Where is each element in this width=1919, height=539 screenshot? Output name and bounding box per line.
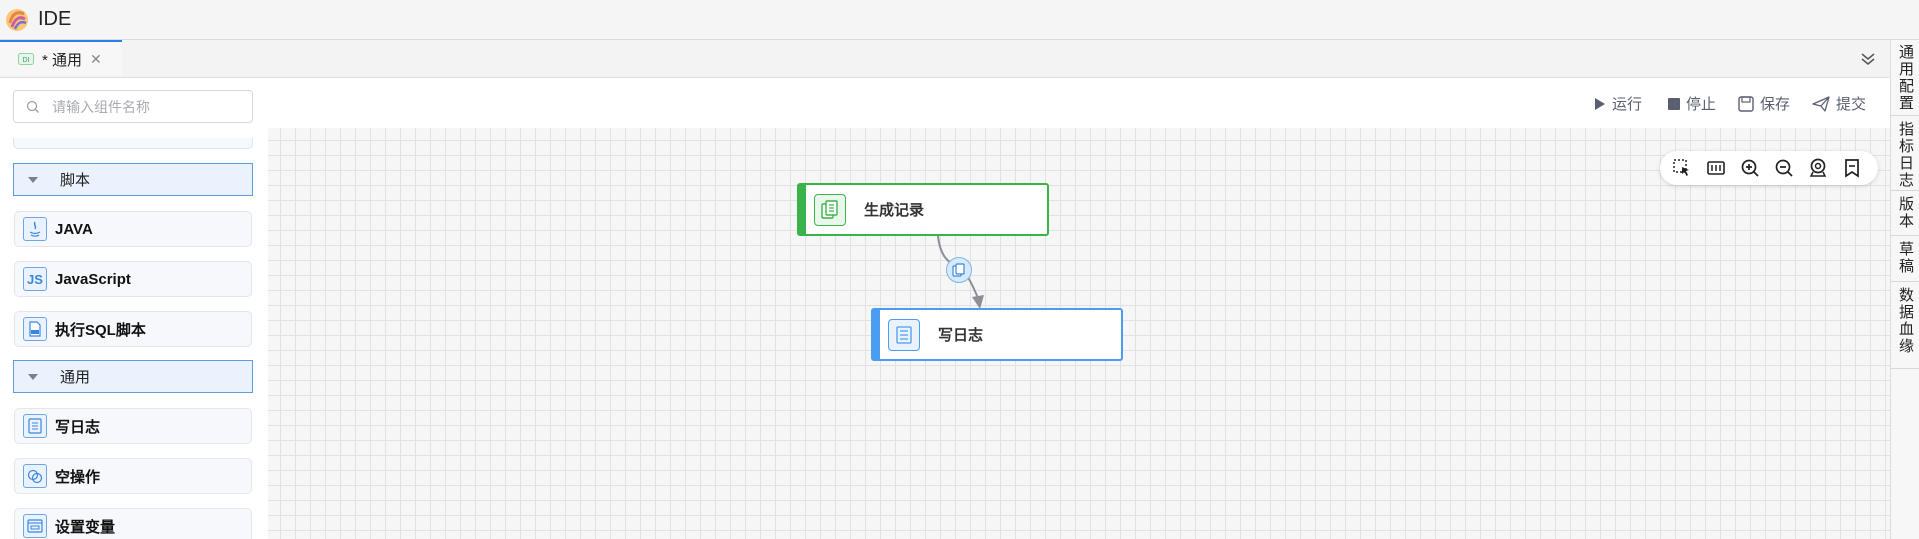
close-icon[interactable]: ✕ xyxy=(90,50,102,67)
flow-node-generate-records[interactable]: 生成记录 xyxy=(797,183,1049,236)
caret-down-icon xyxy=(28,176,38,183)
right-side-panel: 通用配置 指标日志 版本 草稿 数据血缘 xyxy=(1890,40,1919,539)
palette-item-javascript[interactable]: JS JavaScript xyxy=(14,261,252,297)
group-header-general[interactable]: 通用 xyxy=(13,360,253,393)
zoom-in-icon[interactable] xyxy=(1740,158,1760,178)
play-icon xyxy=(1595,97,1605,110)
palette-item-sql-script[interactable]: 执行SQL脚本 xyxy=(14,311,252,347)
write-log-icon xyxy=(23,414,47,438)
empty-operation-icon xyxy=(23,464,47,488)
component-palette: 脚本 JAVA JS JavaScript 执行SQL脚本 通用 xyxy=(0,78,268,539)
canvas-tools xyxy=(1660,151,1878,185)
zoom-out-icon[interactable] xyxy=(1774,158,1794,178)
javascript-icon: JS xyxy=(23,267,47,291)
tab-bar: DI * 通用 ✕ xyxy=(0,40,1889,78)
send-icon xyxy=(1812,95,1830,112)
fit-view-icon[interactable] xyxy=(1706,158,1726,178)
group-header-script[interactable]: 脚本 xyxy=(13,163,253,196)
caret-down-icon xyxy=(28,373,38,380)
java-icon xyxy=(23,217,47,241)
right-tab-general-config[interactable]: 通用配置 xyxy=(1891,40,1919,116)
right-tab-version[interactable]: 版本 xyxy=(1891,192,1919,236)
tab-label: * 通用 xyxy=(42,51,83,69)
app-logo-icon xyxy=(6,8,28,31)
app-title: IDE xyxy=(38,8,72,30)
palette-item-set-variable[interactable]: 设置变量 xyxy=(14,508,252,539)
set-variable-icon xyxy=(23,514,47,538)
copy-node-icon[interactable] xyxy=(946,257,972,283)
double-chevron-down-icon[interactable] xyxy=(1859,50,1877,68)
list-item[interactable] xyxy=(13,138,253,149)
write-log-icon xyxy=(888,318,920,351)
node-label: 写日志 xyxy=(938,327,984,344)
run-button[interactable]: 运行 xyxy=(1594,93,1642,114)
right-tab-draft[interactable]: 草稿 xyxy=(1891,237,1919,282)
search-input[interactable] xyxy=(50,97,244,116)
palette-item-java[interactable]: JAVA xyxy=(14,211,252,247)
save-icon xyxy=(1738,95,1754,112)
bookmark-icon[interactable] xyxy=(1842,158,1862,178)
submit-button[interactable]: 提交 xyxy=(1812,93,1866,114)
stop-icon xyxy=(1668,97,1680,110)
search-icon xyxy=(26,100,39,113)
locate-icon[interactable] xyxy=(1808,158,1828,178)
right-tab-metric-log[interactable]: 指标日志 xyxy=(1891,117,1919,191)
palette-item-empty-operation[interactable]: 空操作 xyxy=(14,458,252,494)
generate-records-icon xyxy=(814,193,846,226)
canvas-toolbar: 运行 停止 保存 提交 xyxy=(268,78,1890,128)
stop-button[interactable]: 停止 xyxy=(1668,93,1716,114)
save-button[interactable]: 保存 xyxy=(1738,93,1790,114)
tab-general[interactable]: DI * 通用 ✕ xyxy=(0,40,122,76)
component-search[interactable] xyxy=(13,90,253,123)
app-bar: IDE xyxy=(0,0,1919,40)
svg-text:DI: DI xyxy=(23,57,30,64)
select-area-icon[interactable] xyxy=(1672,158,1692,178)
palette-item-write-log[interactable]: 写日志 xyxy=(14,408,252,444)
node-label: 生成记录 xyxy=(864,202,925,219)
di-badge-icon: DI xyxy=(18,53,34,65)
flow-node-write-log[interactable]: 写日志 xyxy=(871,308,1123,361)
right-tab-data-lineage[interactable]: 数据血缘 xyxy=(1891,283,1919,369)
sql-script-icon xyxy=(23,317,47,341)
